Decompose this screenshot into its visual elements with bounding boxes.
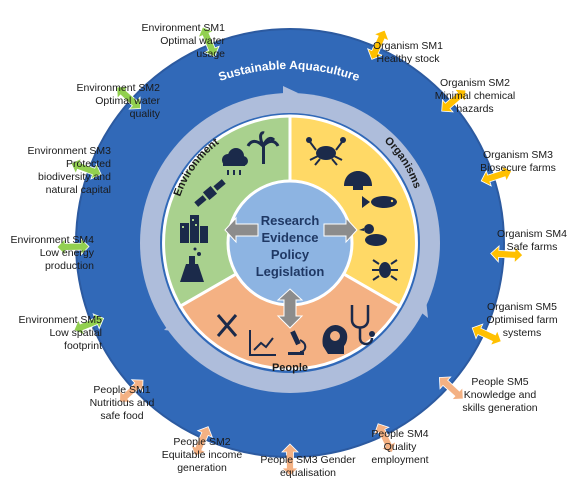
gray-arrow-organisms bbox=[323, 216, 358, 244]
connector-arrows bbox=[56, 26, 524, 477]
connector-arrow-organisms-3 bbox=[480, 165, 513, 187]
cycle-arrowhead-top bbox=[283, 86, 298, 100]
center-line-4: Legislation bbox=[256, 264, 325, 279]
connector-arrow-people-4 bbox=[190, 426, 214, 457]
flask-icon bbox=[180, 247, 204, 282]
connector-arrow-people-2 bbox=[373, 423, 397, 453]
connector-arrow-organisms-2 bbox=[441, 88, 467, 113]
fish-icon bbox=[362, 196, 397, 208]
crab-icon bbox=[306, 137, 346, 166]
cycle-arrowhead-right bbox=[412, 299, 428, 318]
stethoscope-icon bbox=[350, 305, 375, 346]
fork-knife-icon bbox=[216, 314, 238, 337]
center-line-3: Policy bbox=[271, 247, 310, 262]
connector-arrow-people-3 bbox=[281, 443, 299, 477]
shell-icon bbox=[344, 171, 372, 190]
connector-arrow-environment-1 bbox=[197, 26, 220, 58]
connector-arrow-organisms-4 bbox=[490, 244, 524, 264]
connector-arrow-people-1 bbox=[438, 376, 464, 400]
center-text: Research Evidence Policy Legislation bbox=[256, 213, 325, 279]
growth-chart-icon bbox=[249, 330, 276, 356]
gray-arrow-environment bbox=[224, 216, 259, 244]
satellite-icon bbox=[194, 179, 226, 207]
connector-arrow-people-5 bbox=[119, 379, 144, 403]
rain-cloud-icon bbox=[222, 148, 248, 175]
duck-icon bbox=[359, 224, 387, 246]
sector-title-people: People bbox=[272, 362, 308, 374]
brain-head-icon bbox=[322, 324, 348, 354]
palm-tree-icon bbox=[246, 131, 280, 164]
center-line-1: Research bbox=[261, 213, 320, 228]
city-buildings-icon bbox=[180, 215, 208, 243]
gray-arrow-people bbox=[276, 288, 304, 329]
connector-arrow-environment-3 bbox=[70, 157, 102, 180]
cycle-arrowhead-left bbox=[164, 316, 183, 332]
connector-arrow-organisms-5 bbox=[471, 323, 502, 346]
bug-icon bbox=[372, 259, 398, 281]
connector-arrow-environment-2 bbox=[116, 86, 142, 110]
center-line-2: Evidence bbox=[261, 230, 318, 245]
connector-arrow-environment-5 bbox=[73, 313, 105, 336]
microscope-icon bbox=[288, 330, 307, 355]
connector-arrow-organisms-1 bbox=[366, 29, 390, 60]
connector-arrow-environment-4 bbox=[56, 237, 90, 256]
